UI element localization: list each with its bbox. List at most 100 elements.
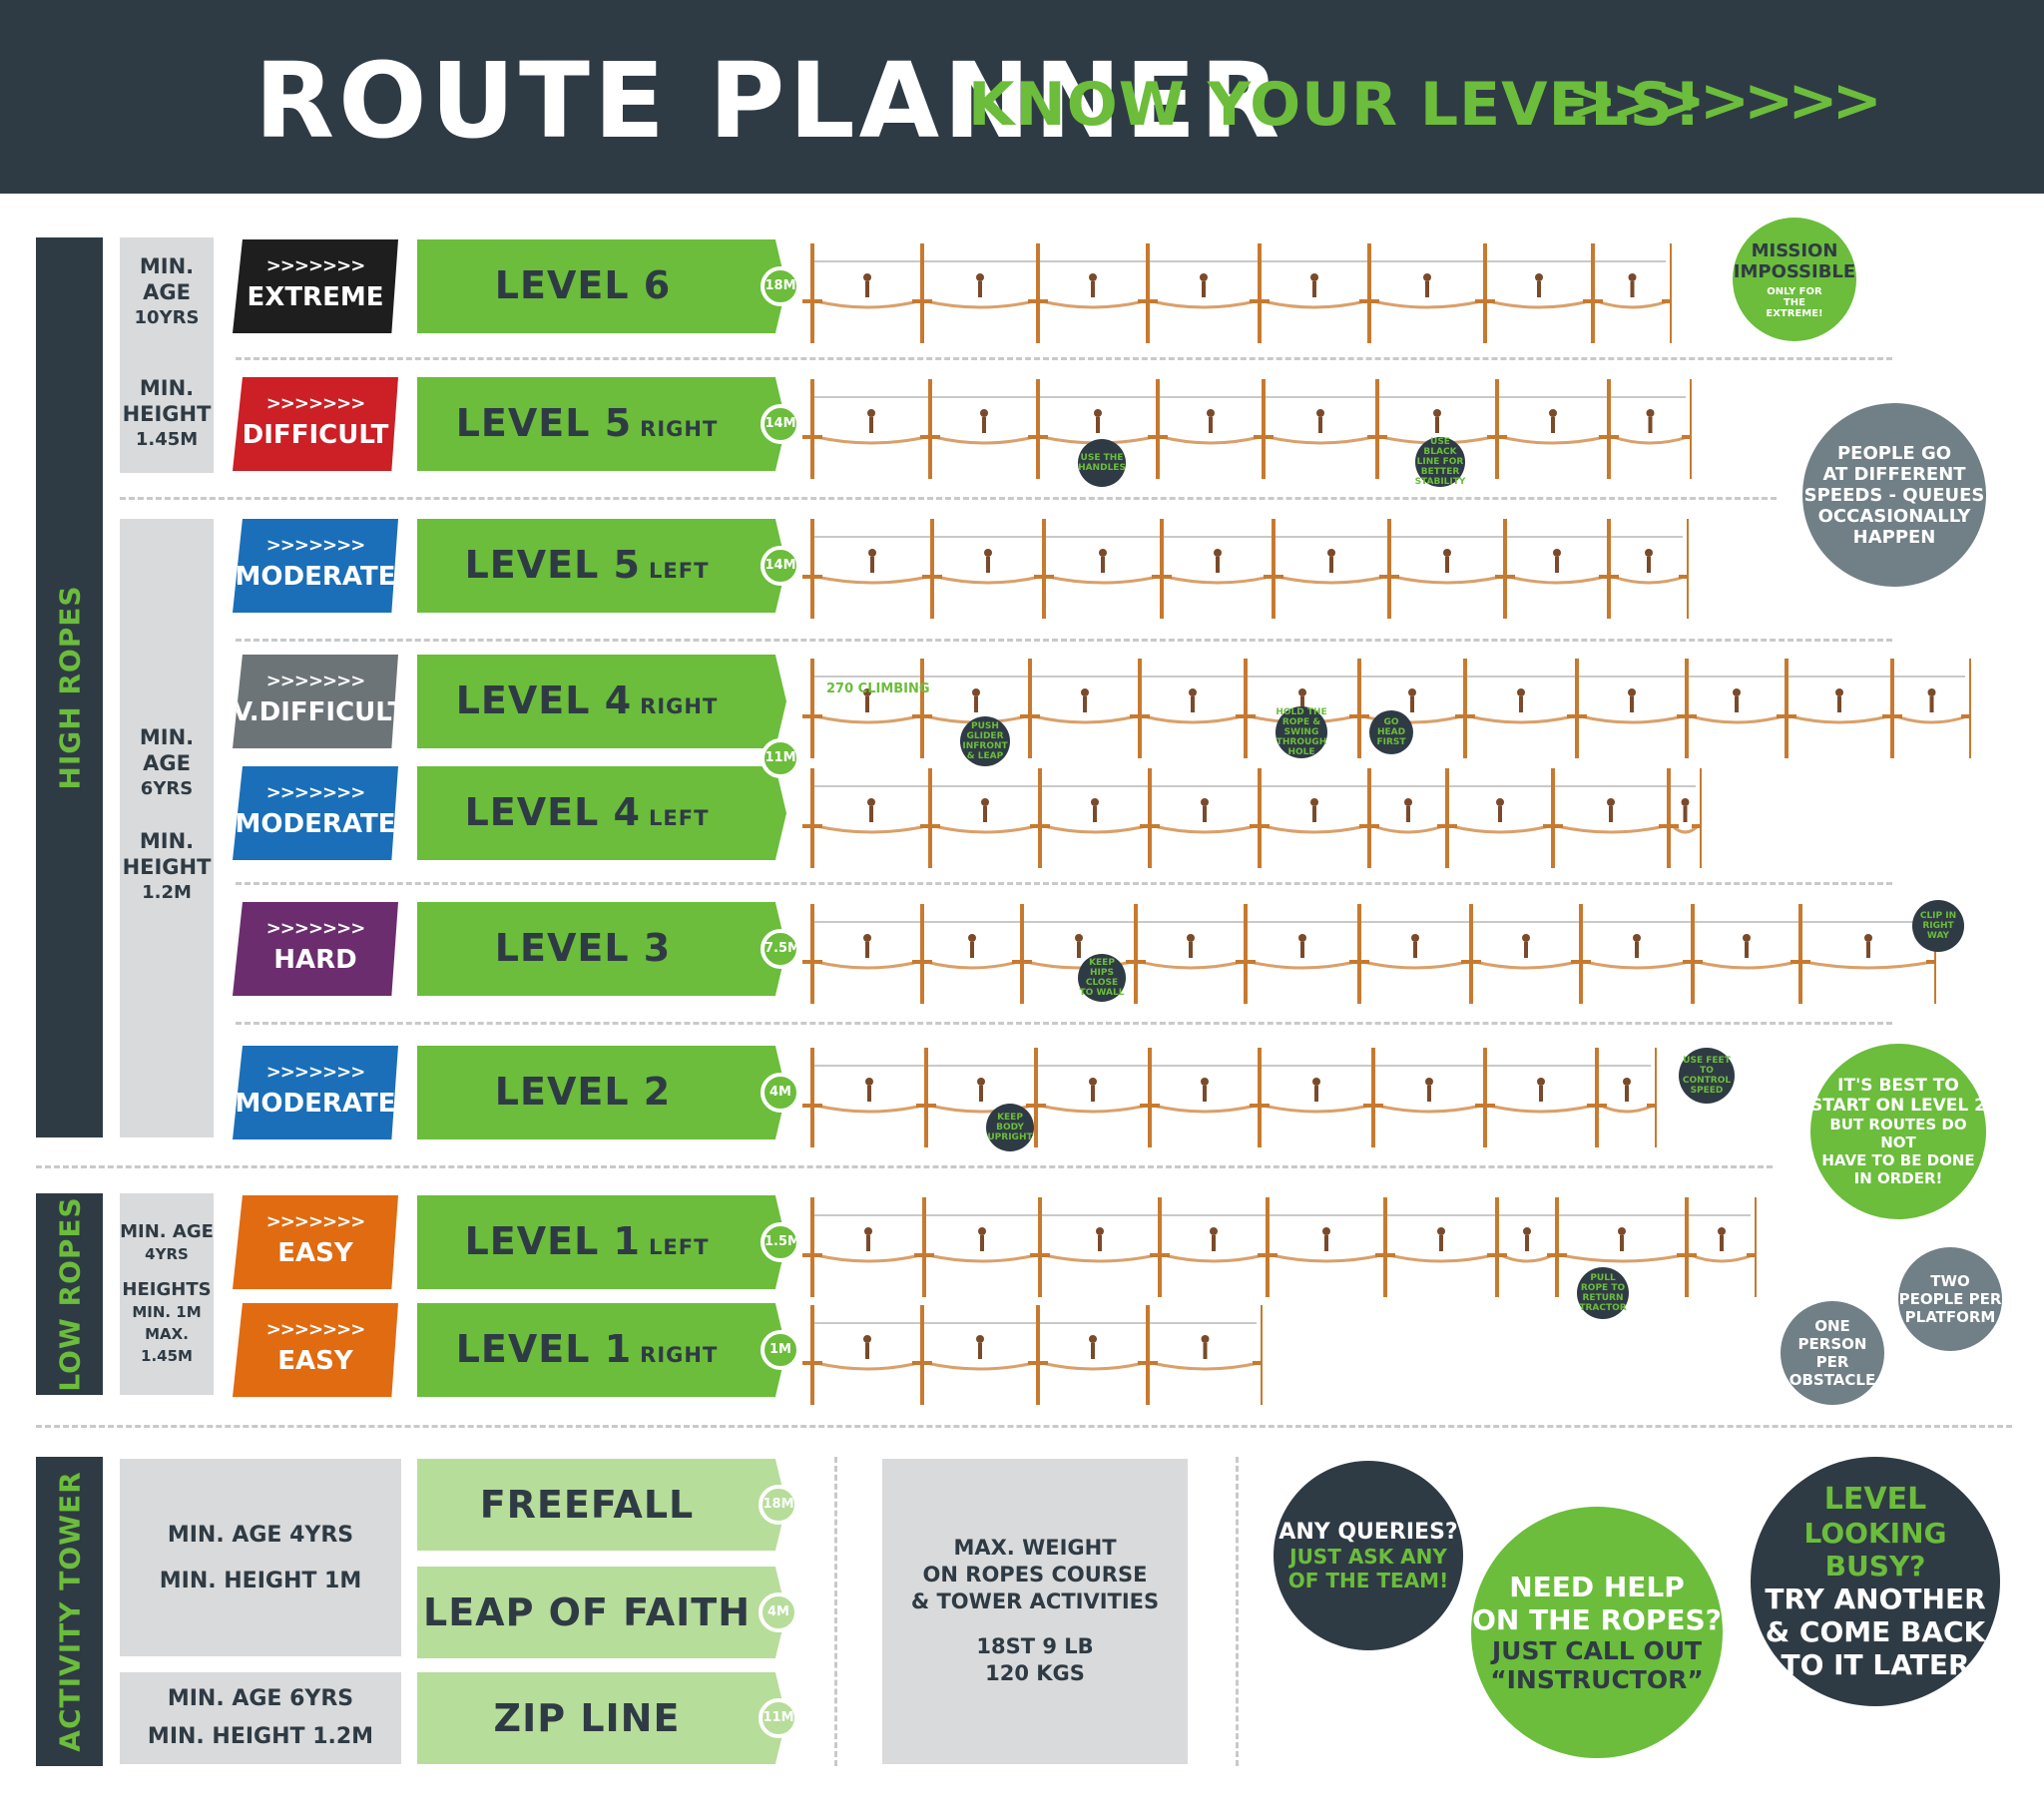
- pole: [1755, 1197, 1759, 1297]
- platform: [1777, 714, 1796, 718]
- rope-walkway: [1151, 299, 1257, 309]
- rope-walkway: [1267, 435, 1374, 445]
- rope-walkway: [1161, 435, 1261, 445]
- rope-walkway: [1263, 824, 1366, 834]
- pole: [1579, 904, 1583, 1004]
- difficulty-badge: >>>>>>>HARD: [233, 902, 398, 996]
- platform: [1679, 575, 1699, 579]
- page-subtitle: KNOW YOUR LEVELS!: [968, 70, 1703, 140]
- platform: [914, 1253, 934, 1257]
- rope-walkway: [933, 824, 1037, 834]
- chevron-icon: >>>>>>>: [265, 1319, 366, 1340]
- pole: [810, 659, 814, 758]
- pole: [1890, 659, 1894, 758]
- pole: [1687, 519, 1691, 619]
- platform: [920, 824, 940, 828]
- rope-walkway: [1450, 824, 1550, 834]
- pole: [1483, 1048, 1487, 1147]
- tip-hips-close: KEEP HIPS CLOSE TO WALL: [1078, 954, 1126, 1002]
- pole: [1969, 659, 1973, 758]
- climber-icon: [1733, 688, 1741, 696]
- platform: [802, 1361, 822, 1365]
- course-svg: [802, 1048, 1667, 1147]
- climber-icon: [968, 934, 976, 942]
- tip-black-line: USE BLACK LINE FOR BETTER STABILITY: [1414, 437, 1466, 487]
- rope-walkway: [1153, 1104, 1257, 1114]
- rope-walkway: [815, 824, 927, 834]
- divider: [834, 1457, 837, 1766]
- pole: [810, 768, 814, 868]
- pole: [1258, 243, 1262, 343]
- platform: [1475, 1104, 1495, 1108]
- pole: [810, 243, 814, 343]
- platform: [1587, 1104, 1607, 1108]
- rope-walkway: [1249, 960, 1356, 970]
- rope-walkway: [1043, 824, 1147, 834]
- pole: [1555, 1197, 1559, 1297]
- tip-use-handles: USE THE HANDLES: [1078, 439, 1126, 487]
- course-diagram: [798, 1197, 1767, 1307]
- climber-icon: [984, 549, 992, 557]
- climber-icon: [863, 273, 871, 281]
- tip-pull-rope: PULL ROPE TO RETURN TRACTOR: [1577, 1267, 1629, 1319]
- low-ropes-bar: LOW ROPES: [36, 1193, 103, 1395]
- platform: [912, 714, 932, 718]
- rope-walkway: [1690, 714, 1784, 724]
- rope-walkway: [1895, 714, 1968, 724]
- platform: [802, 1104, 822, 1108]
- height-badge: 18M: [759, 1485, 798, 1525]
- climber-icon: [1623, 1078, 1631, 1086]
- platform: [1926, 960, 1946, 964]
- rope-walkway: [815, 1104, 923, 1114]
- level-side: RIGHT: [640, 1343, 719, 1367]
- level-label-bar: LEVEL 5 LEFT: [417, 519, 786, 613]
- pole: [1148, 1048, 1152, 1147]
- rope-walkway: [1372, 824, 1444, 834]
- climber-icon: [1681, 798, 1690, 806]
- pole: [924, 1048, 928, 1147]
- pole: [1156, 379, 1160, 479]
- pole: [928, 768, 932, 868]
- climber-icon: [863, 934, 871, 942]
- level-name: LEVEL 5: [464, 543, 642, 587]
- rope-walkway: [1153, 824, 1257, 834]
- difficulty-badge: >>>>>>> EASY: [233, 1303, 398, 1397]
- platform: [1138, 1361, 1158, 1365]
- rope-walkway: [815, 1361, 919, 1371]
- platform: [1253, 1361, 1273, 1365]
- rope-walkway: [1500, 435, 1606, 445]
- pole: [1036, 379, 1040, 479]
- difficulty-label: MODERATE: [235, 562, 396, 592]
- platform: [1682, 435, 1702, 439]
- pole: [1685, 1197, 1689, 1297]
- pole: [1258, 768, 1262, 868]
- climber-icon: [1718, 1227, 1726, 1235]
- platform: [802, 714, 822, 718]
- platform: [1028, 299, 1048, 303]
- two-per-platform-note: TWO PEOPLE PER PLATFORM: [1898, 1247, 2002, 1351]
- activity-name: LEAP OF FAITH: [422, 1590, 752, 1634]
- rope-walkway: [1560, 1253, 1684, 1263]
- climber-icon: [1553, 549, 1561, 557]
- rope-walkway: [1271, 1253, 1382, 1263]
- difficulty-badge: >>>>>>>MODERATE: [233, 519, 398, 613]
- climber-icon: [981, 798, 989, 806]
- platform: [912, 1361, 932, 1365]
- difficulty-label: EASY: [277, 1346, 353, 1376]
- rope-walkway: [815, 960, 919, 970]
- climber-icon: [1628, 273, 1637, 281]
- platform: [1455, 714, 1475, 718]
- activity-name: FREEFALL: [479, 1483, 695, 1527]
- level-name: LEVEL 2: [494, 1070, 672, 1114]
- level-name: LEVEL 1: [464, 1219, 642, 1263]
- level-side: LEFT: [649, 559, 710, 583]
- rope-walkway: [1388, 1253, 1494, 1263]
- rope-walkway: [815, 714, 919, 724]
- platform: [1647, 1104, 1667, 1108]
- climber-icon: [1091, 798, 1099, 806]
- climber-icon: [1322, 1227, 1330, 1235]
- level-name: LEVEL 3: [494, 926, 672, 970]
- climber-icon: [1618, 1227, 1626, 1235]
- height-badge: 14M: [761, 546, 800, 586]
- level-side: RIGHT: [640, 694, 719, 718]
